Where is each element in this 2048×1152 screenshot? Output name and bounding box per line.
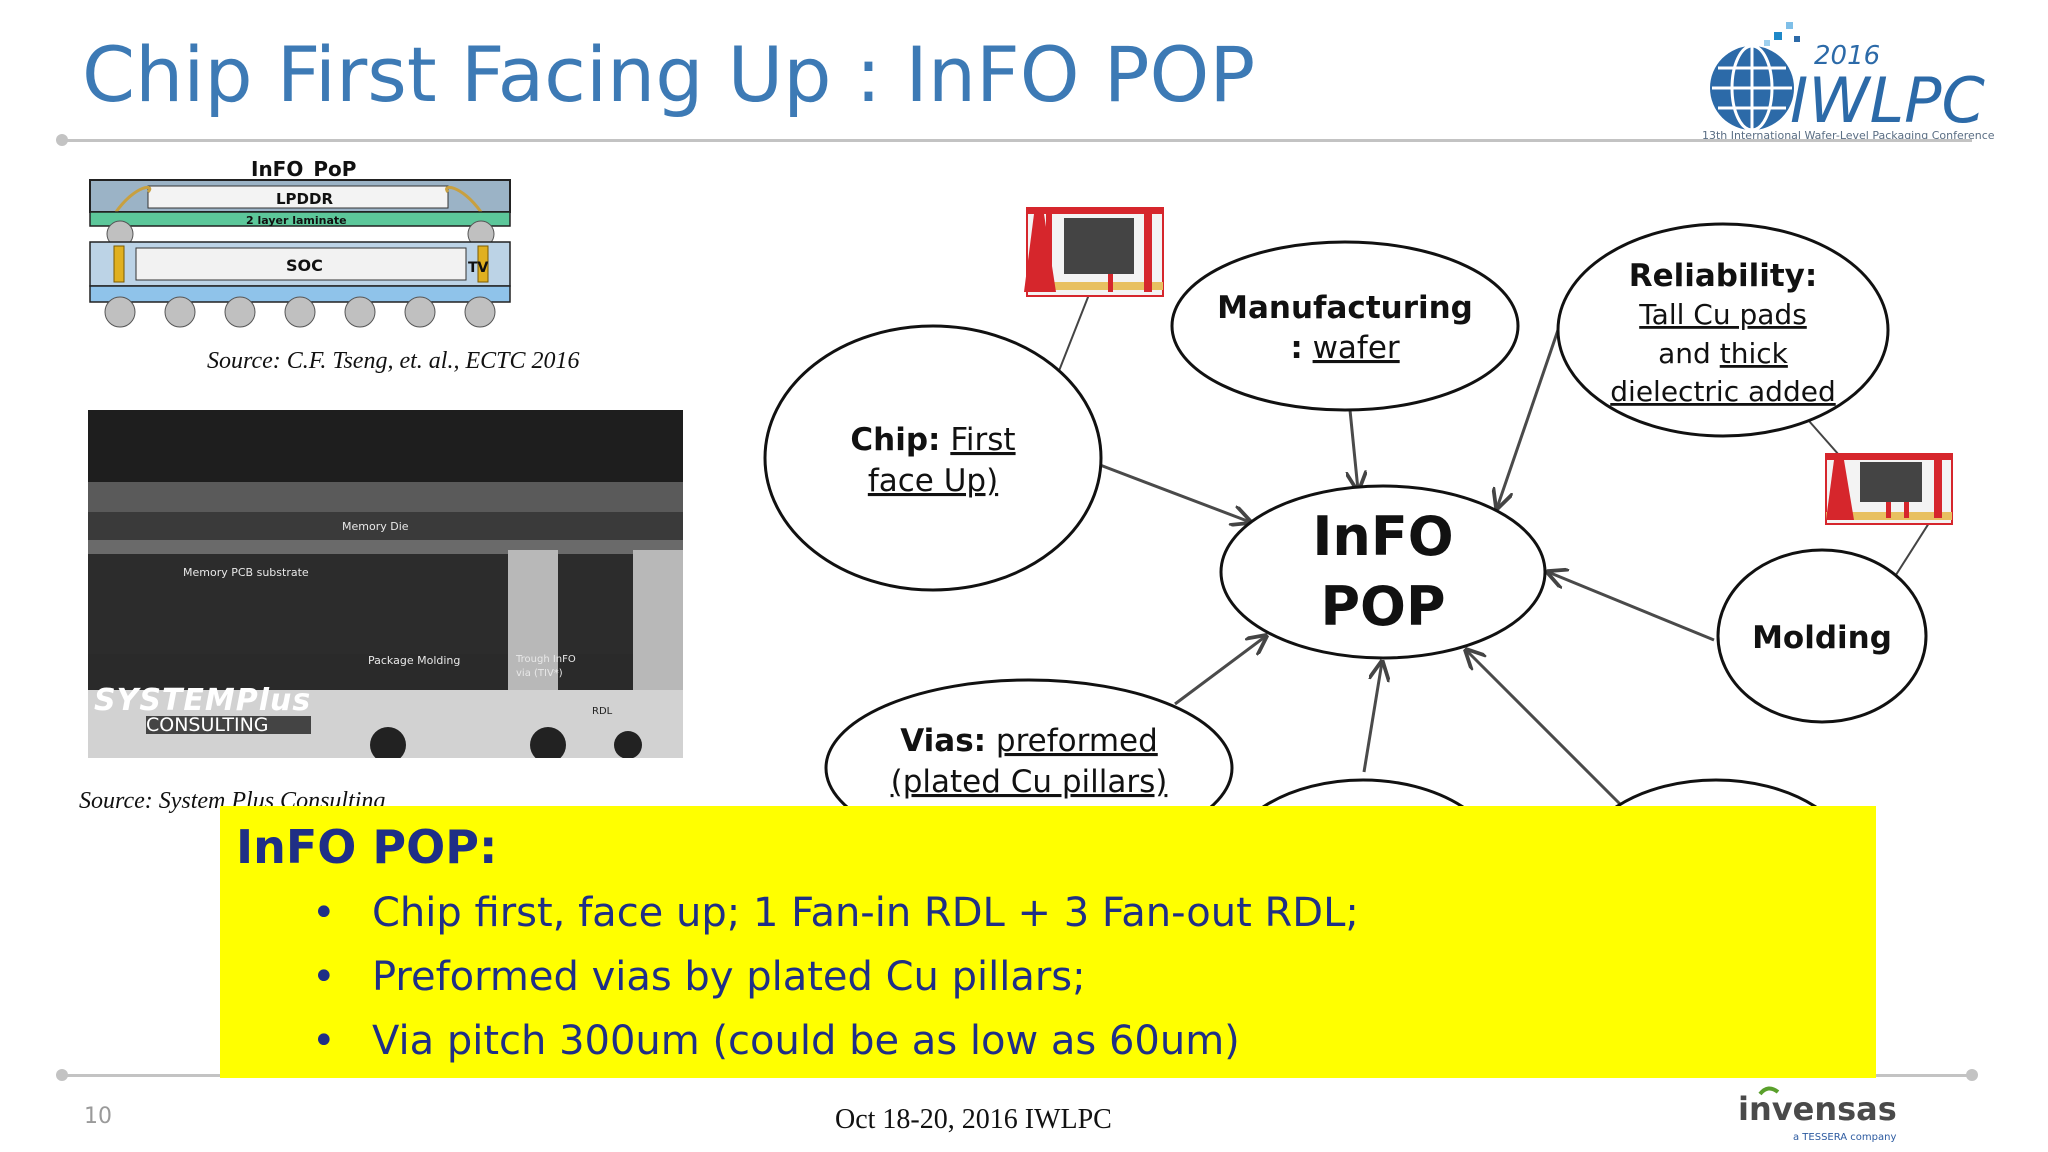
bullet-icon: •: [312, 1018, 336, 1064]
xray-label-through-info: Trough InFO: [516, 654, 576, 665]
soc-label: SOC: [286, 256, 323, 275]
through-via-left: [113, 245, 125, 283]
xray-cross-section-image: Memory Die Memory PCB substrate Package …: [88, 410, 683, 758]
xray-label-memory-die: Memory Die: [342, 520, 409, 533]
tv-label: TV: [468, 260, 489, 276]
bottom-divider-right-dot: [1966, 1069, 1978, 1081]
iwlpc-name: IWLPC: [1790, 64, 1986, 137]
chip-line1: Chip: First: [850, 422, 1015, 458]
footer-text: Oct 18-20, 2016 IWLPC: [835, 1104, 1112, 1135]
arrow-molding-to-center: [1548, 572, 1715, 642]
manufacturing-bold: Manufacturing: [1217, 290, 1473, 326]
top-divider-left-dot: [56, 134, 68, 146]
chip-node: [763, 324, 1103, 592]
package-diagram-source: Source: C.F. Tseng, et. al., ECTC 2016: [207, 348, 580, 374]
package-diagram-title: InFO_PoP: [251, 157, 356, 181]
arrow-bottom-left-to-center: [1362, 662, 1382, 773]
arrow-manufacturing-to-center: [1350, 409, 1358, 490]
center-line2: POP: [1320, 575, 1445, 638]
manufacturing-colon: :: [1290, 330, 1302, 366]
summary-bullet-3: • Via pitch 300um (could be as low as 60u…: [312, 1018, 1240, 1064]
summary-bullet-1: • Chip first, face up; 1 Fan-in RDL + 3 F…: [312, 890, 1359, 936]
arrow-reliability-to-center: [1497, 329, 1560, 508]
bullet-icon: •: [312, 890, 336, 936]
xray-label-through-info-2: via (TIV*): [516, 668, 563, 679]
info-pop-summary-box: InFO POP: • Chip first, face up; 1 Fan-in…: [220, 806, 1876, 1078]
info-pop-package-diagram: InFO_PoP LPDDR 2 layer laminate SOC TV: [89, 157, 511, 328]
molding-bold: Molding: [1752, 620, 1892, 656]
bullet-icon: •: [312, 954, 336, 1000]
molding-node: [1716, 548, 1928, 724]
arrow-vias-to-center: [1174, 636, 1266, 706]
through-via-right: [477, 245, 489, 283]
reliability-underlined2: thick: [1720, 337, 1789, 370]
arrow-bottom-right-to-center: [1466, 650, 1624, 808]
invensas-swoosh-icon: [1758, 1086, 1780, 1096]
arrow-chip-to-center: [1099, 463, 1250, 522]
manufacturing-node: [1170, 240, 1520, 412]
center-line1: InFO: [1312, 505, 1453, 568]
chip-underlined2: face Up): [868, 463, 998, 499]
soc-die: [135, 247, 467, 281]
page-number: 10: [84, 1104, 112, 1129]
iwlpc-tagline: 13th International Wafer-Level Packaging…: [1702, 129, 1995, 142]
systemplus-watermark-name: SYSTEMPlus: [94, 683, 312, 718]
vias-underlined2: (plated Cu pillars): [891, 764, 1168, 800]
lpddr-die: [147, 185, 449, 209]
vias-line1: Vias: preformed: [900, 723, 1158, 759]
xray-label-rdl: RDL: [592, 706, 613, 717]
laminate-layer: [89, 211, 511, 227]
systemplus-watermark-sub: CONSULTING: [146, 716, 312, 735]
center-node: [1219, 484, 1547, 660]
invensas-tagline: a TESSERA company: [1793, 1132, 1896, 1143]
summary-title: InFO POP:: [236, 820, 498, 874]
invensas-name: invensas: [1738, 1090, 1897, 1128]
iwlpc-year: 2016: [1814, 41, 1880, 71]
xray-label-package-molding: Package Molding: [368, 654, 461, 667]
summary-bullet-2-text: Preformed vias by plated Cu pillars;: [372, 954, 1086, 1000]
slide-title: Chip First Facing Up : InFO POP: [82, 30, 1256, 119]
systemplus-watermark: SYSTEMPlus CONSULTING: [94, 683, 312, 735]
chip-bold: Chip:: [850, 422, 940, 458]
top-divider: [62, 139, 1972, 142]
iwlpc-logo: 2016 IWLPC 13th International Wafer-Leve…: [1702, 22, 1995, 142]
reliability-plain: and: [1658, 337, 1711, 370]
reliability-node: [1556, 222, 1890, 438]
invensas-logo: invensas a TESSERA company: [1738, 1086, 1897, 1143]
reliability-bold: Reliability:: [1629, 258, 1818, 294]
manufacturing-underlined: wafer: [1313, 330, 1400, 366]
vias-underlined1: preformed: [996, 723, 1158, 759]
summary-bullet-2: • Preformed vias by plated Cu pillars;: [312, 954, 1086, 1000]
lpddr-label: LPDDR: [276, 190, 333, 208]
xray-label-memory-pcb: Memory PCB substrate: [183, 566, 309, 579]
reliability-line3: and thick: [1658, 337, 1788, 370]
chip-underlined1: First: [950, 422, 1015, 458]
summary-bullet-1-text: Chip first, face up; 1 Fan-in RDL + 3 Fa…: [372, 890, 1359, 936]
summary-bullet-3-text: Via pitch 300um (could be as low as 60um…: [372, 1018, 1240, 1064]
chip-first-package-icon: [1024, 207, 1164, 297]
laminate-label: 2 layer laminate: [246, 214, 347, 227]
reliability-underlined3: dielectric added: [1610, 375, 1835, 408]
reliability-package-icon: [1825, 453, 1953, 525]
globe-icon: [1710, 22, 1800, 132]
reliability-underlined1: Tall Cu pads: [1638, 298, 1807, 331]
vias-bold: Vias:: [900, 723, 986, 759]
manufacturing-line2: : wafer: [1290, 330, 1400, 366]
bottom-divider-left-dot: [56, 1069, 68, 1081]
